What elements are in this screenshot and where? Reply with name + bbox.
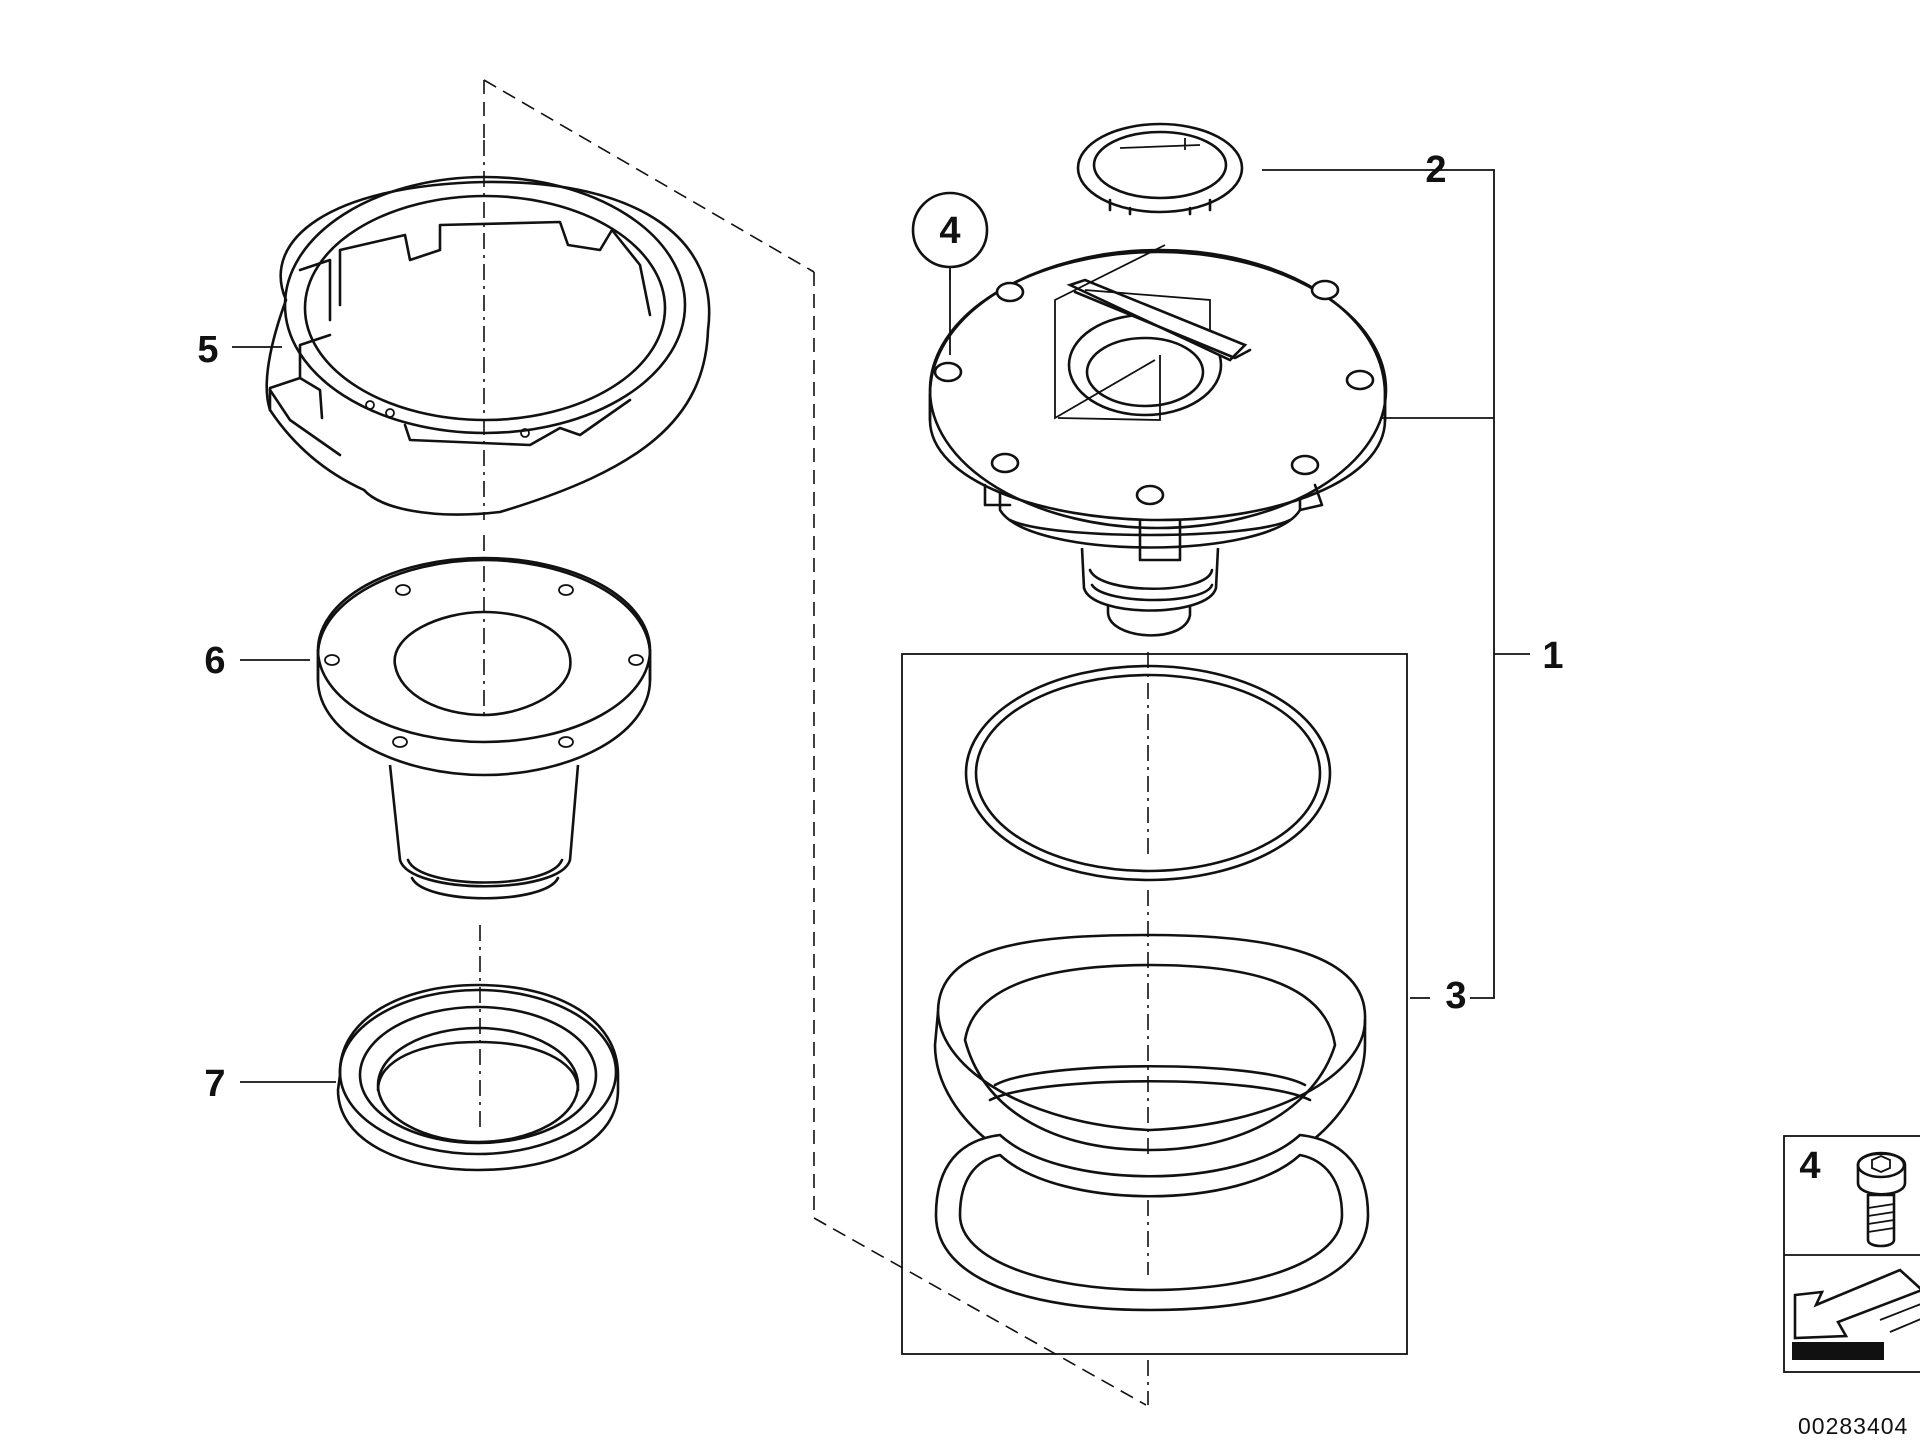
left-axis bbox=[479, 140, 485, 1130]
part-7-seal-ring bbox=[336, 983, 620, 1172]
label-5: 5 bbox=[197, 329, 218, 371]
installation-arrow-icon bbox=[1792, 1268, 1920, 1360]
callout-labels: 1 2 3 4 5 6 7 bbox=[197, 149, 1563, 1105]
legend-box: 4 bbox=[1783, 1135, 1920, 1373]
label-3: 3 bbox=[1445, 975, 1466, 1017]
right-axis bbox=[949, 270, 1149, 1405]
label-2: 2 bbox=[1425, 149, 1446, 191]
leader-lines bbox=[232, 260, 951, 1083]
part-1-bracket bbox=[1262, 169, 1530, 999]
bolt-icon bbox=[1856, 1151, 1907, 1248]
legend-frame bbox=[1783, 1135, 1920, 1373]
label-4: 4 bbox=[939, 210, 960, 252]
part-1-cap-housing bbox=[928, 244, 1388, 637]
label-6: 6 bbox=[204, 640, 225, 682]
part-5-flange-ring bbox=[265, 175, 711, 516]
part-3-frame bbox=[901, 653, 1408, 1355]
exploded-view-frame bbox=[483, 79, 1147, 1406]
legend-number: 4 bbox=[1799, 1145, 1820, 1187]
label-7: 7 bbox=[204, 1063, 225, 1105]
part-2-cap-ring bbox=[1076, 122, 1244, 216]
diagram-code: 00283404 bbox=[1798, 1413, 1908, 1439]
part-3-gasket-set bbox=[901, 653, 1408, 1355]
label-4-circle bbox=[911, 191, 989, 269]
label-1: 1 bbox=[1542, 635, 1563, 677]
